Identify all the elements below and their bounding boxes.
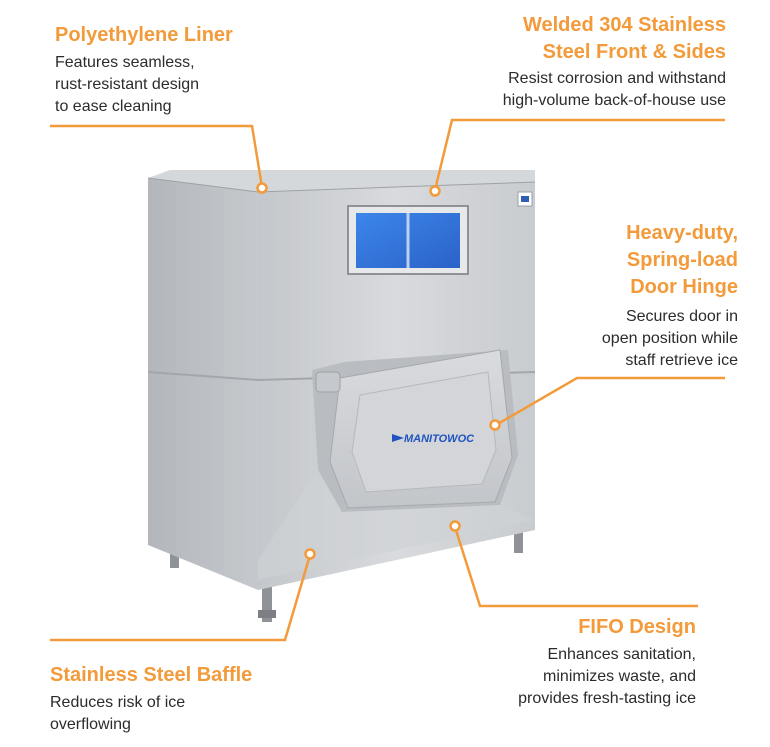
callout-desc-welded: Resist corrosion and withstand high-volu…: [503, 68, 726, 112]
desc-line: open position while: [601, 330, 738, 347]
callout-title-liner: Polyethylene Liner: [55, 24, 233, 46]
callout-desc-fifo: Enhances sanitation, minimizes waste, an…: [518, 644, 696, 710]
desc-line: to ease cleaning: [55, 98, 172, 115]
title-line: Welded 304 Stainless: [522, 14, 726, 36]
viewing-window: [347, 205, 469, 275]
door-hinge: [315, 371, 341, 393]
manitowoc-logo-icon: [392, 434, 404, 442]
callout-desc-hinge: Secures door in open position while staf…: [602, 306, 738, 372]
desc-line: provides fresh-tasting ice: [518, 690, 696, 707]
callout-desc-liner: Features seamless, rust-resistant design…: [55, 52, 199, 118]
title-line: Spring-load: [626, 249, 738, 271]
side-panel: [148, 178, 258, 590]
desc-line: Enhances sanitation,: [547, 646, 696, 663]
title-line: Steel Front & Sides: [542, 41, 726, 63]
desc-line: high-volume back-of-house use: [502, 92, 726, 109]
title-line: Heavy-duty,: [626, 222, 738, 244]
desc-line: Secures door in: [625, 308, 738, 325]
brand-logo: MANITOWOC: [404, 433, 475, 445]
desc-line: Reduces risk of ice: [50, 694, 186, 711]
callout-title-baffle: Stainless Steel Baffle: [50, 664, 253, 686]
desc-line: Features seamless,: [55, 54, 195, 71]
callout-title-fifo: FIFO Design: [578, 616, 696, 638]
callout-dots: [256, 182, 501, 560]
callout-title-welded: Welded 304 Stainless Steel Front & Sides: [523, 12, 726, 66]
ice-door: MANITOWOC: [312, 349, 518, 512]
desc-line: minimizes waste, and: [543, 668, 696, 685]
callout-title-hinge: Heavy-duty, Spring-load Door Hinge: [626, 220, 738, 301]
callout-desc-baffle: Reduces risk of ice overflowing: [50, 692, 185, 736]
desc-line: rust-resistant design: [55, 76, 200, 93]
desc-line: staff retrieve ice: [625, 352, 738, 369]
leader-lines: [50, 118, 725, 642]
title-line: Door Hinge: [630, 276, 738, 298]
desc-line: Resist corrosion and withstand: [508, 70, 726, 87]
desc-line: overflowing: [50, 716, 131, 733]
